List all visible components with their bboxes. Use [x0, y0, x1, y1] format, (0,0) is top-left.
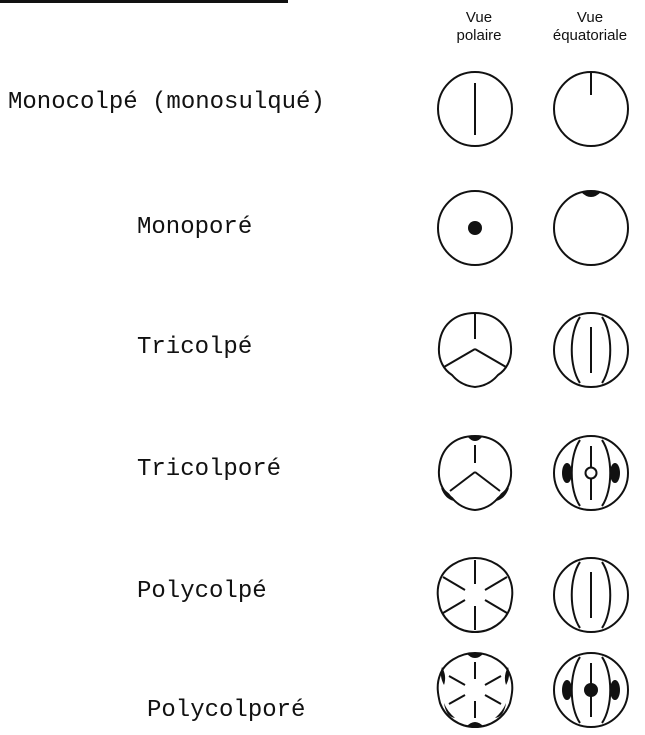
- tricolpe-polar-view: [430, 305, 520, 395]
- top-rule: [0, 0, 288, 3]
- row-label-tricolpe: Tricolpé: [137, 333, 252, 363]
- polycolpore-polar-view: [430, 645, 520, 735]
- monocolpe-polar-view: [430, 64, 520, 154]
- header-equatorial-line-2: équatoriale: [542, 27, 638, 45]
- polycolpe-equatorial-view: [546, 550, 636, 640]
- monocolpe-equatorial-view: [546, 64, 636, 154]
- row-label-tricolpore: Tricolporé: [137, 455, 281, 485]
- row-label-polycolpore: Polycolporé: [147, 696, 305, 726]
- tricolpore-polar-view: [430, 428, 520, 518]
- monopore-equatorial-view: [546, 183, 636, 273]
- row-label-polycolpe: Polycolpé: [137, 577, 267, 607]
- polycolpore-equatorial-view: [546, 645, 636, 735]
- tricolpore-equatorial-view: [546, 428, 636, 518]
- header-equatorial-view: Vue équatoriale: [542, 9, 638, 45]
- monopore-polar-view: [430, 183, 520, 273]
- row-label-monopore: Monoporé: [137, 213, 252, 243]
- header-polar-line-2: polaire: [431, 27, 527, 45]
- polycolpe-polar-view: [430, 550, 520, 640]
- header-equatorial-line-1: Vue: [542, 9, 638, 27]
- header-polar-view: Vue polaire: [431, 9, 527, 45]
- tricolpe-equatorial-view: [546, 305, 636, 395]
- row-label-monocolpe: Monocolpé (monosulqué): [8, 88, 325, 118]
- header-polar-line-1: Vue: [431, 9, 527, 27]
